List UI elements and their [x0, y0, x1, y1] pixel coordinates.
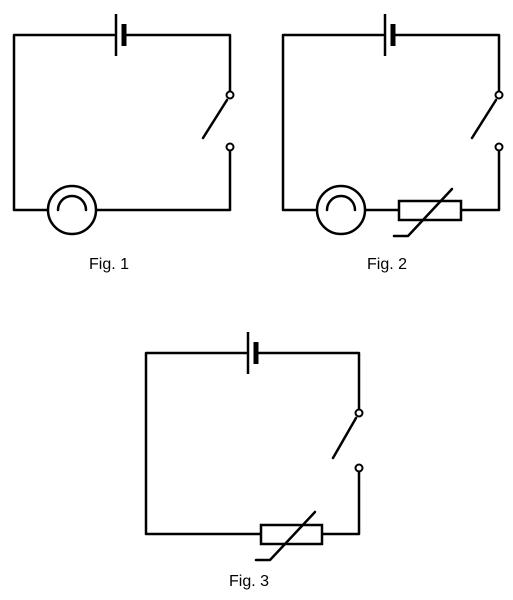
fig3-cell-icon — [246, 332, 259, 374]
fig1-switch-icon — [201, 90, 235, 152]
figure-2-circuit — [281, 14, 504, 238]
fig3-switch-icon — [331, 408, 364, 473]
figure-2-caption: Fig. 2 — [367, 256, 408, 273]
fig2-cell-icon — [383, 14, 396, 56]
fig2-wire-top-right — [394, 33, 501, 94]
fig1-lamp-icon — [46, 184, 98, 236]
fig3-wire-top-left — [144, 351, 263, 536]
fig3-wire-top-right — [257, 351, 361, 412]
figure-3-caption: Fig. 3 — [229, 573, 270, 590]
fig1-cell-icon — [114, 14, 127, 56]
fig2-switch-icon — [470, 90, 504, 152]
figure-1-circuit — [12, 14, 235, 236]
fig3-wire-right — [320, 466, 361, 536]
figure-1-caption: Fig. 1 — [89, 256, 130, 273]
fig1-wire-top-left — [12, 33, 116, 212]
fig1-wire-bottom-right — [95, 145, 232, 212]
figure-3-circuit — [144, 332, 364, 562]
fig3-thermistor-icon — [254, 510, 324, 562]
fig2-wire-right — [459, 145, 501, 212]
fig2-wire-top-left — [281, 33, 385, 212]
fig2-thermistor-icon — [392, 187, 463, 238]
fig1-wire-top-right — [125, 33, 232, 94]
fig2-lamp-icon — [315, 184, 367, 236]
